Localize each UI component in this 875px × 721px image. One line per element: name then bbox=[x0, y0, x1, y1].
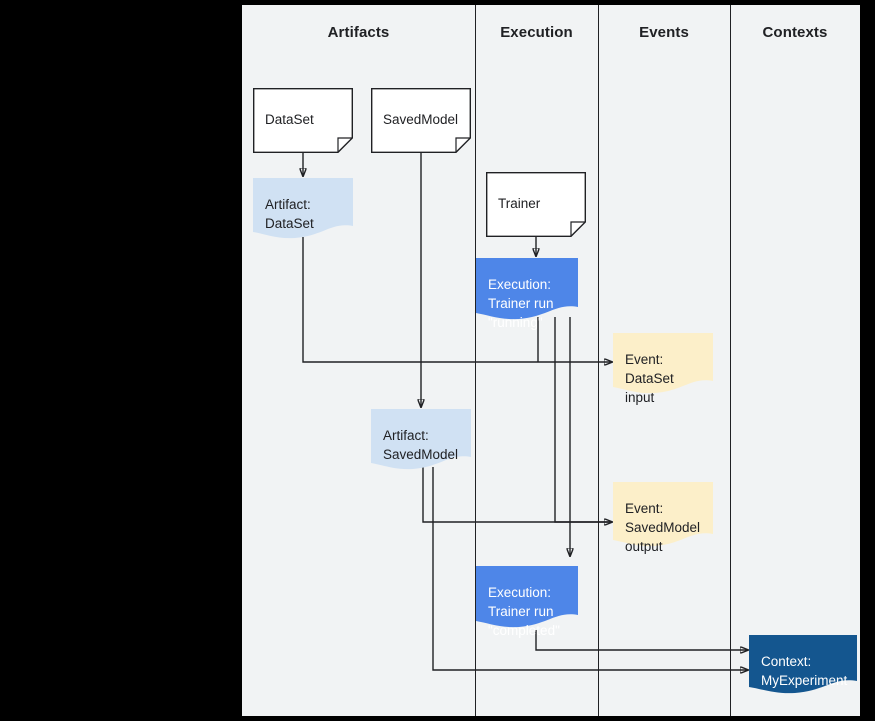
lane-title-artifacts: Artifacts bbox=[327, 24, 390, 41]
node-label: DataSet bbox=[265, 112, 314, 127]
node-dataset-type[interactable]: DataSet bbox=[253, 88, 353, 153]
execution-shape bbox=[476, 566, 578, 628]
lane-divider-execution-events bbox=[598, 5, 599, 716]
edge-artifact-savedmodel-to-event-output bbox=[422, 467, 612, 523]
event-shape bbox=[613, 333, 713, 394]
node-context-myexperiment[interactable]: Context: MyExperiment bbox=[749, 635, 857, 695]
document-shape bbox=[486, 172, 586, 237]
node-label: Execution: Trainer run "completed" bbox=[488, 585, 560, 638]
node-label: Execution: Trainer run "running" bbox=[488, 277, 554, 330]
node-artifact-dataset[interactable]: Artifact: DataSet bbox=[253, 178, 353, 240]
node-event-dataset-input[interactable]: Event: DataSet input bbox=[613, 333, 713, 405]
lane-title-contexts: Contexts bbox=[762, 24, 828, 41]
node-savedmodel-type[interactable]: SavedModel bbox=[371, 88, 471, 153]
node-label: Artifact: SavedModel bbox=[383, 428, 459, 462]
lane-title-execution: Execution bbox=[500, 24, 573, 41]
context-shape bbox=[749, 635, 857, 694]
node-label: Artifact: DataSet bbox=[265, 197, 314, 231]
node-label: SavedModel bbox=[383, 112, 459, 127]
edge-execution-running-to-event-output bbox=[554, 317, 612, 522]
artifact-shape bbox=[253, 178, 353, 239]
node-execution-running[interactable]: Execution: Trainer run "running" bbox=[476, 258, 578, 330]
node-event-savedmodel-output[interactable]: Event: SavedModel output bbox=[613, 482, 713, 554]
diagram-canvas: Artifacts Execution Events Contexts bbox=[242, 5, 860, 716]
lane-divider-events-contexts bbox=[730, 5, 731, 716]
document-shape bbox=[371, 88, 471, 153]
execution-shape bbox=[476, 258, 578, 320]
node-artifact-savedmodel[interactable]: Artifact: SavedModel bbox=[371, 409, 471, 471]
node-label: Event: DataSet input bbox=[625, 352, 674, 405]
document-shape bbox=[253, 88, 353, 153]
node-label: Trainer bbox=[498, 196, 541, 211]
artifact-shape bbox=[371, 409, 471, 470]
node-trainer-type[interactable]: Trainer bbox=[486, 172, 586, 237]
node-execution-completed[interactable]: Execution: Trainer run "completed" bbox=[476, 566, 578, 638]
node-label: Event: SavedModel output bbox=[625, 501, 701, 554]
lane-title-events: Events bbox=[639, 24, 689, 41]
event-shape bbox=[613, 482, 713, 547]
node-label: Context: MyExperiment bbox=[761, 654, 848, 688]
